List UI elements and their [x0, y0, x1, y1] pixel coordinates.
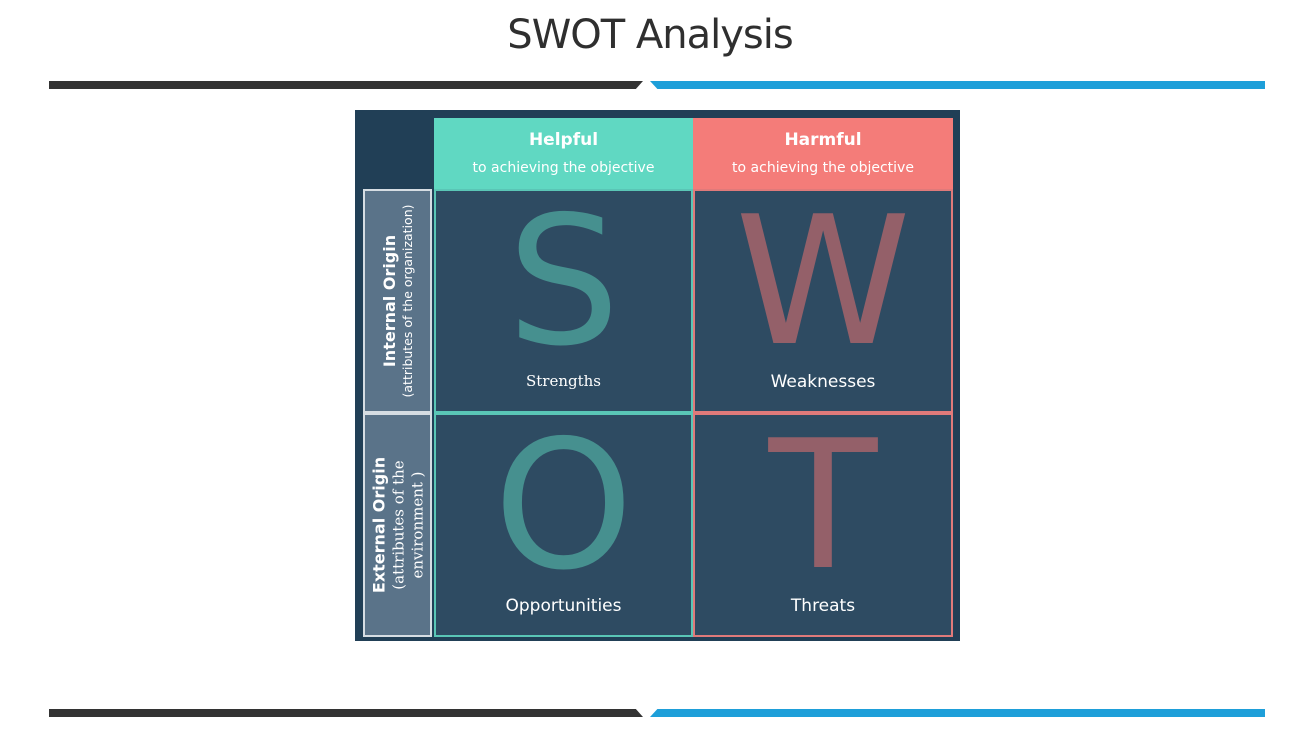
weaknesses-label: Weaknesses: [770, 372, 876, 392]
weaknesses-letter: W: [734, 189, 911, 385]
threats-label: Threats: [790, 596, 856, 616]
opportunities-label: Opportunities: [505, 596, 622, 616]
strengths-letter: S: [507, 189, 620, 385]
harmful-title: Harmful: [784, 130, 862, 150]
external-origin-subtitle: (attributes of the environment ): [388, 460, 426, 590]
threats-quadrant: T Threats: [693, 413, 953, 637]
top-dark-divider: [49, 81, 643, 89]
swot-matrix: Helpful to achieving the objective Harmf…: [355, 110, 960, 641]
helpful-title: Helpful: [528, 130, 599, 150]
weaknesses-quadrant: W Weaknesses: [693, 189, 953, 413]
internal-origin-title: Internal Origin: [379, 234, 399, 368]
internal-origin-row-label: Internal Origin (attributes of the organ…: [363, 189, 432, 413]
internal-origin-subtitle: (attributes of the organization): [399, 204, 415, 398]
threats-letter: T: [768, 413, 878, 609]
top-blue-divider: [650, 81, 1265, 89]
internal-origin-text: Internal Origin (attributes of the organ…: [380, 196, 416, 406]
harmful-subtitle: to achieving the objective: [732, 160, 914, 176]
harmful-column-header: Harmful to achieving the objective: [693, 118, 953, 199]
strengths-quadrant: S Strengths: [434, 189, 693, 413]
opportunities-quadrant: O Opportunities: [434, 413, 693, 637]
external-origin-row-label: External Origin (attributes of the envir…: [363, 413, 432, 637]
helpful-column-header: Helpful to achieving the objective: [434, 118, 693, 199]
opportunities-letter: O: [493, 413, 634, 609]
bottom-dark-divider: [49, 709, 643, 717]
slide-title: SWOT Analysis: [507, 12, 793, 58]
bottom-blue-divider: [650, 709, 1265, 717]
strengths-label: Strengths: [526, 372, 601, 390]
external-origin-title: External Origin: [368, 456, 388, 594]
helpful-subtitle: to achieving the objective: [472, 160, 655, 176]
external-origin-text: External Origin (attributes of the envir…: [369, 420, 427, 630]
